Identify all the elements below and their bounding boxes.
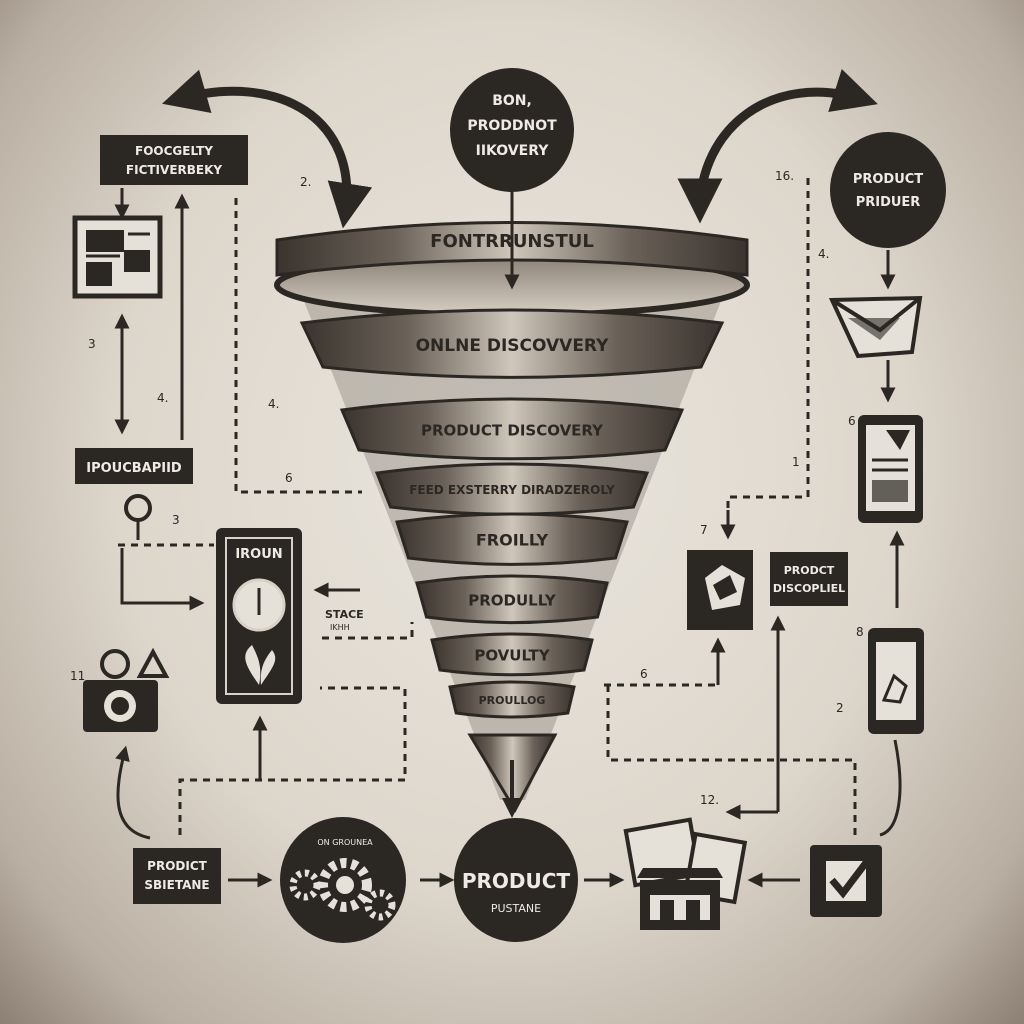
top-right-curved-arrow bbox=[677, 69, 878, 224]
funnel-layer-band bbox=[395, 512, 629, 566]
top-circle-line-3: IIKOVERY bbox=[476, 143, 550, 159]
funnel-layer-band bbox=[448, 680, 576, 719]
gears-circle-text: ON GROUNEA bbox=[317, 838, 373, 847]
step-number: 8 bbox=[856, 625, 864, 639]
step-numbers: 2. 16. 3 4. 4. 6 3 4. 6 1 7 6 8 2 12. 11 bbox=[70, 169, 864, 807]
step-number: 6 bbox=[285, 471, 293, 485]
right-dashed-connector bbox=[726, 178, 810, 530]
left-top-box-line-2: FICTIVERBEKY bbox=[126, 163, 222, 177]
bottom-center-line-2: PUSTANE bbox=[491, 902, 541, 915]
bottom-left-dashed-loop bbox=[178, 686, 407, 835]
step-number: 12. bbox=[700, 793, 719, 807]
stage-label-2: IKHH bbox=[330, 623, 350, 632]
bottom-center-line-1: PRODUCT bbox=[462, 869, 571, 893]
funnel-layer-band bbox=[415, 574, 609, 625]
step-number: 3 bbox=[172, 513, 180, 527]
funnel-layer-label: FROILLY bbox=[476, 531, 549, 550]
pin-icon bbox=[124, 494, 152, 522]
bottom-center-circle-node: PRODUCT PUSTANE bbox=[454, 818, 578, 942]
left-dashed-connector bbox=[234, 198, 362, 494]
right-circle-line-2: PRIDUER bbox=[856, 195, 921, 210]
storefront-documents-icon bbox=[623, 817, 748, 930]
bottom-to-camera-arrow bbox=[115, 745, 151, 840]
top-circle-line-1: BON, bbox=[492, 93, 532, 109]
bottom-left-box: PRODICT SBIETANE bbox=[133, 848, 221, 904]
camera-icon bbox=[83, 647, 170, 732]
funnel-layer-label: ONLNE DISCOVVERY bbox=[416, 336, 610, 356]
step-number: 11 bbox=[70, 669, 85, 683]
left-top-box-line-1: FOOCGELTY bbox=[135, 144, 213, 158]
funnel-layer-band bbox=[430, 632, 594, 677]
bottom-right-dashed-2 bbox=[606, 685, 857, 835]
right-product-box: PRODCT DISCOPLIEL bbox=[770, 552, 848, 606]
checkbox-check-icon bbox=[810, 845, 882, 917]
left-mid-label-box: IPOUCBAPIID bbox=[75, 448, 193, 484]
funnel-layer-band bbox=[299, 308, 725, 379]
step-number: 16. bbox=[775, 169, 794, 183]
envelope-icon bbox=[828, 295, 923, 359]
funnel-layer-label: PROULLOG bbox=[479, 694, 546, 707]
bottom-left-box-line-2: SBIETANE bbox=[144, 878, 209, 892]
step-number: 4. bbox=[268, 397, 279, 411]
funnel-layer-label: PRODULLY bbox=[468, 591, 557, 609]
step-number: 2 bbox=[836, 701, 844, 715]
tablet-document-icon bbox=[858, 415, 923, 523]
step-number: 7 bbox=[700, 523, 708, 537]
step-number: 1 bbox=[792, 455, 800, 469]
top-circle-line-2: PRODDNOT bbox=[467, 118, 557, 134]
right-circle-line-1: PRODUCT bbox=[853, 172, 923, 187]
left-panel-label: IROUN bbox=[235, 547, 282, 562]
stage-label-1: STACE bbox=[325, 608, 364, 621]
step-number: 6 bbox=[848, 414, 856, 428]
funnel-layer-label: POVULTY bbox=[474, 646, 550, 664]
right-product-box-line-1: PRODCT bbox=[784, 564, 835, 577]
step-number: 4. bbox=[157, 391, 168, 405]
step-number: 6 bbox=[640, 667, 648, 681]
gears-icon: ON GROUNEA bbox=[280, 817, 406, 943]
step-number: 3 bbox=[88, 337, 96, 351]
document-image-icon bbox=[72, 215, 163, 299]
clock-plant-panel-icon: IROUN bbox=[216, 528, 302, 704]
stage-dashed bbox=[322, 622, 414, 640]
funnel-layer-band bbox=[374, 462, 650, 516]
broken-card-icon bbox=[687, 550, 753, 630]
right-product-box-line-2: DISCOPLIEL bbox=[773, 582, 845, 595]
left-mid-label: IPOUCBAPIID bbox=[86, 461, 182, 476]
funnel-layer-band bbox=[339, 397, 685, 461]
funnel-layer-label: PRODUCT DISCOVERY bbox=[421, 421, 604, 439]
left-to-panel-arrow bbox=[120, 548, 205, 611]
step-number: 4. bbox=[818, 247, 829, 261]
left-top-box: FOOCGELTY FICTIVERBEKY bbox=[100, 135, 248, 185]
phone-icon bbox=[868, 628, 924, 734]
right-circle-node: PRODUCT PRIDUER bbox=[830, 132, 946, 248]
bottom-left-box-line-1: PRODICT bbox=[147, 859, 207, 873]
funnel-layer-label: FEED EXSTERRY DIRADZEROLY bbox=[409, 483, 615, 497]
top-left-curved-arrow bbox=[162, 69, 373, 229]
top-circle-node: BON, PRODDNOT IIKOVERY bbox=[450, 68, 574, 192]
phone-to-check-line bbox=[879, 739, 902, 837]
step-number: 2. bbox=[300, 175, 311, 189]
